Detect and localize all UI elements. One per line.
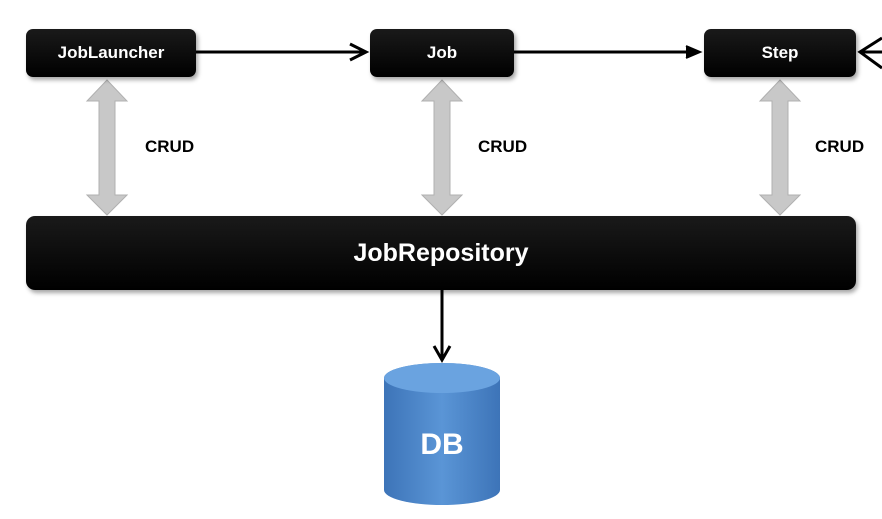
crud-label-step: CRUD bbox=[815, 137, 865, 156]
crud-label-job: CRUD bbox=[478, 137, 528, 156]
arrow-job-to-step bbox=[514, 45, 703, 59]
db-label: DB bbox=[420, 428, 464, 461]
step-node: Step bbox=[704, 29, 856, 77]
job-node: Job bbox=[370, 29, 514, 77]
job-repository-node: JobRepository bbox=[26, 216, 856, 290]
db-cylinder bbox=[384, 363, 500, 505]
crud-label-launcher: CRUD bbox=[145, 137, 195, 156]
crud-double-arrow-launcher bbox=[85, 79, 129, 216]
crud-double-arrow-job bbox=[420, 79, 464, 216]
arrow-repo-to-db bbox=[432, 290, 452, 364]
arrow-incoming-to-step bbox=[857, 36, 882, 70]
arrow-launcher-to-job bbox=[196, 42, 370, 62]
crud-double-arrow-step bbox=[758, 79, 802, 216]
job-launcher-node: JobLauncher bbox=[26, 29, 196, 77]
